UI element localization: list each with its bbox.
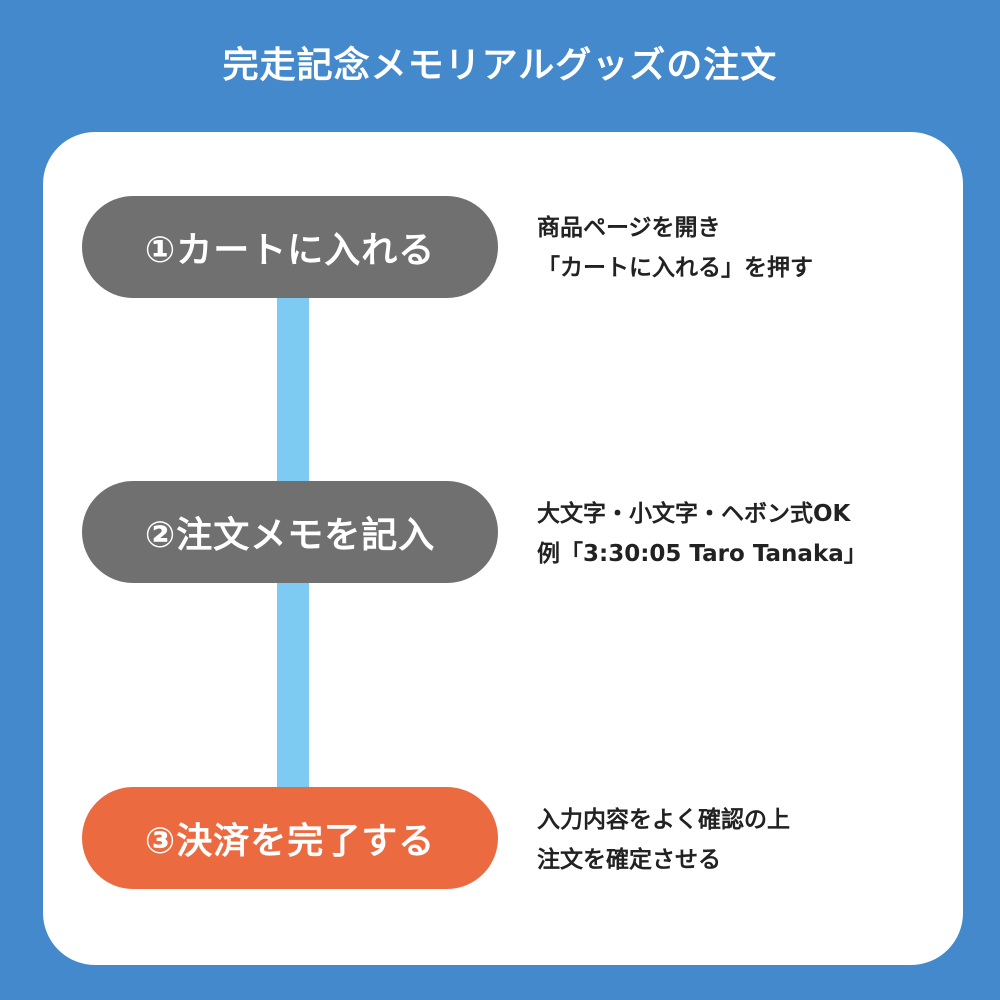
step-2-line-1: 大文字・小文字・ヘボン式OK [537, 501, 851, 527]
step-2-description: 大文字・小文字・ヘボン式OK 例「3:30:05 Taro Tanaka」 [537, 494, 867, 574]
page-title: 完走記念メモリアルグッズの注文 [222, 45, 778, 86]
step-3-line-1: 入力内容をよく確認の上 [537, 807, 790, 833]
step-2-line-2: 例「3:30:05 Taro Tanaka」 [537, 541, 867, 567]
step-1-badge: ①カートに入れる [82, 196, 498, 298]
step-connector-1-2 [277, 296, 309, 484]
step-3-badge: ③決済を完了する [82, 787, 498, 889]
step-1-description: 商品ページを開き 「カートに入れる」を押す [537, 208, 813, 288]
step-1-line-2: 「カートに入れる」を押す [537, 255, 813, 281]
step-connector-2-3 [277, 580, 309, 790]
step-3-description: 入力内容をよく確認の上 注文を確定させる [537, 800, 790, 880]
step-1-line-1: 商品ページを開き [537, 215, 721, 241]
step-3-line-2: 注文を確定させる [537, 847, 721, 873]
step-2-badge: ②注文メモを記入 [82, 481, 498, 583]
